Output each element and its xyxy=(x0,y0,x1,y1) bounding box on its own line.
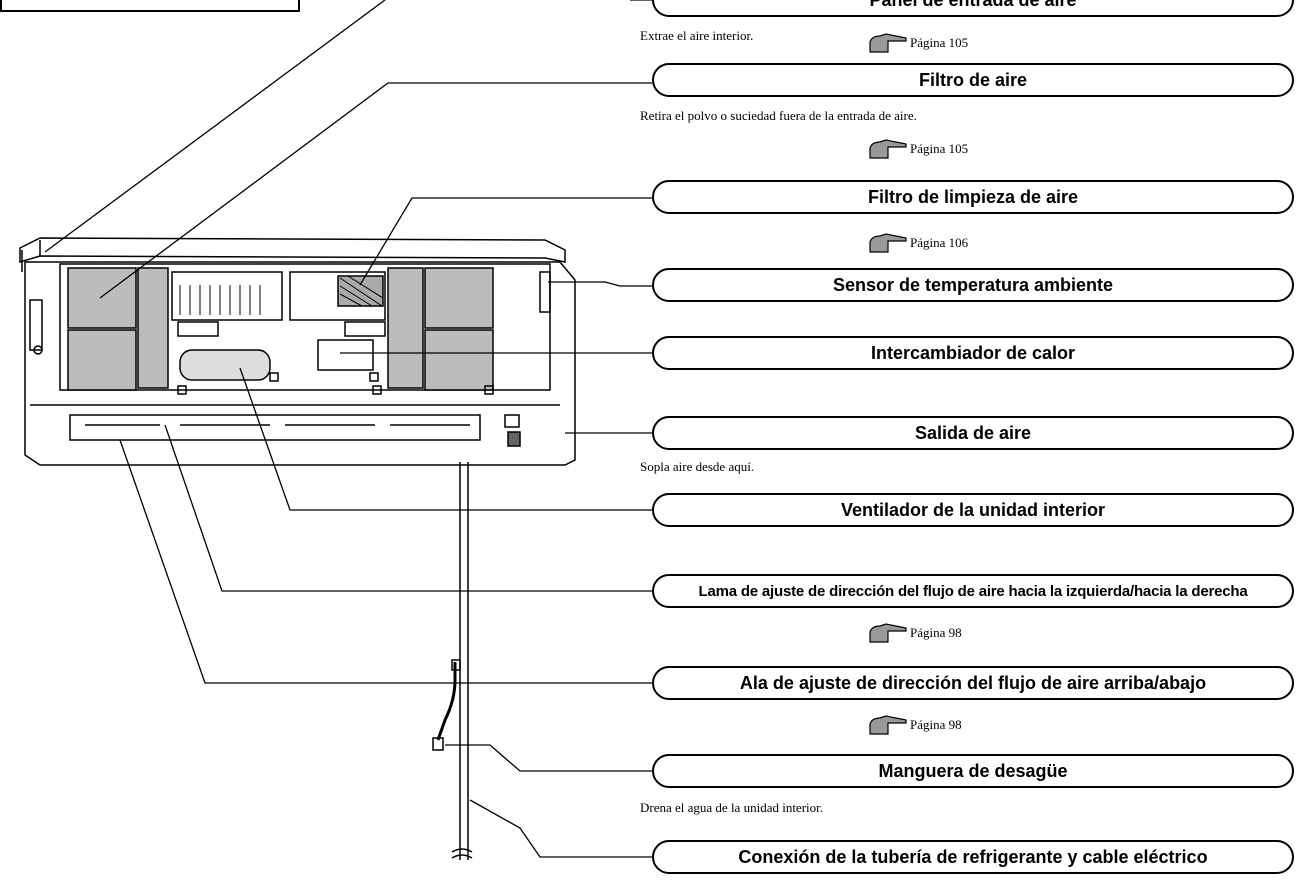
label-left-right-louver: Lama de ajuste de dirección del flujo de… xyxy=(652,574,1294,608)
ref-air-cleaning-filter[interactable]: Página 106 xyxy=(868,232,968,254)
header-box xyxy=(0,0,300,12)
pointing-hand-icon xyxy=(869,139,907,159)
label-heat-exchanger: Intercambiador de calor xyxy=(652,336,1294,370)
label-room-temp-sensor: Sensor de temperatura ambiente xyxy=(652,268,1294,302)
ref-air-filter[interactable]: Página 105 xyxy=(868,138,968,160)
pointing-hand-icon xyxy=(869,33,907,53)
label-up-down-flap: Ala de ajuste de dirección del flujo de … xyxy=(652,666,1294,700)
desc-air-outlet: Sopla aire desde aquí. xyxy=(640,459,755,474)
label-refrigerant-pipe-connection: Conexión de la tubería de refrigerante y… xyxy=(652,840,1294,874)
indoor-unit-illustration xyxy=(19,237,576,466)
desc-air-inlet-panel: Extrae el aire interior. xyxy=(640,28,754,43)
label-air-cleaning-filter: Filtro de limpieza de aire xyxy=(652,180,1294,214)
label-drain-hose: Manguera de desagüe xyxy=(652,754,1294,788)
leader-lines xyxy=(44,0,652,858)
ref-left-right-louver[interactable]: Página 98 xyxy=(868,622,962,644)
page-ref-text: Página 105 xyxy=(910,35,969,50)
drain-and-pipe-illustration xyxy=(432,462,473,860)
label-indoor-fan: Ventilador de la unidad interior xyxy=(652,493,1294,527)
page-ref-text: Página 105 xyxy=(910,141,969,156)
label-air-filter: Filtro de aire xyxy=(652,63,1294,97)
ref-up-down-flap[interactable]: Página 98 xyxy=(868,714,962,736)
desc-air-filter: Retira el polvo o suciedad fuera de la e… xyxy=(640,108,917,123)
desc-drain-hose: Drena el agua de la unidad interior. xyxy=(640,800,824,815)
page-ref-text: Página 98 xyxy=(910,717,962,732)
pointing-hand-icon xyxy=(869,623,907,643)
page-ref-text: Página 98 xyxy=(910,625,962,640)
pointing-hand-icon xyxy=(869,233,907,253)
pointing-hand-icon xyxy=(869,715,907,735)
ref-air-inlet-panel[interactable]: Página 105 xyxy=(868,32,968,54)
page-ref-text: Página 106 xyxy=(910,235,969,250)
label-air-outlet: Salida de aire xyxy=(652,416,1294,450)
label-air-inlet-panel: Panel de entrada de aire xyxy=(652,0,1294,17)
